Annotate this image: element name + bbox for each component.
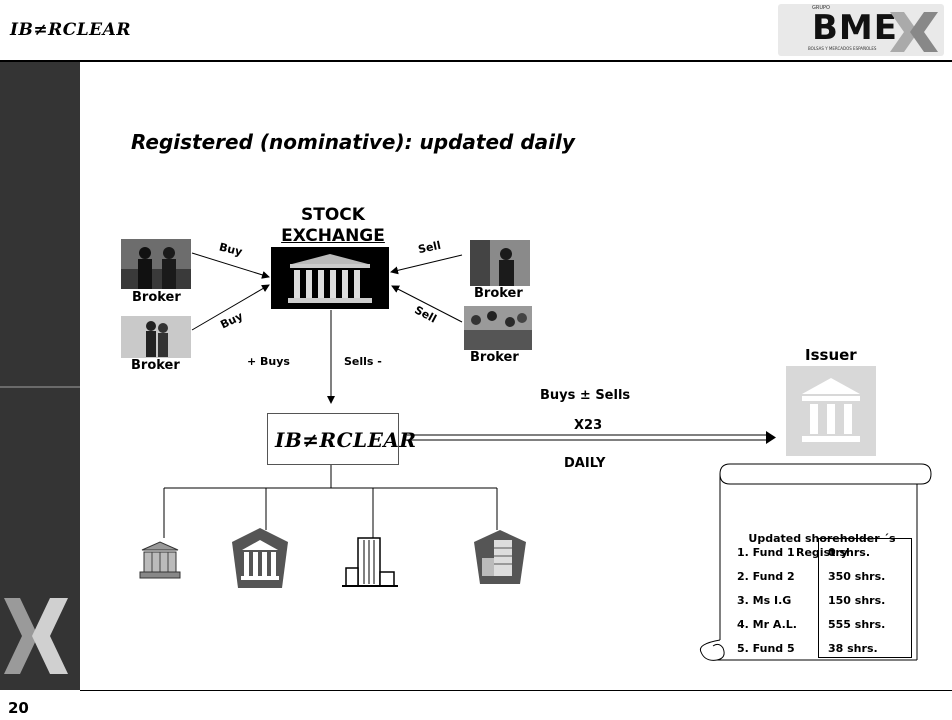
bme-logo-grupo: GRUPO [812,5,830,11]
registry-shares-3: 150 shrs. [828,594,886,607]
broker-label-1: Broker [132,290,181,305]
bme-logo-text: BME [812,8,898,48]
broker-label-2: Broker [131,358,180,373]
iberclear-logo: IB≠RCLEAR [10,20,131,40]
registry-holder-1: 1. Fund 1 [737,546,795,559]
bme-x-icon [4,598,68,674]
registry-scroll [699,463,932,661]
registry-values-box [818,538,912,658]
page-number: 20 [8,699,29,717]
sell-arrow-2 [391,285,463,323]
bank-facade-icon [232,528,288,588]
iberclear-box [267,413,399,465]
left-sidebar [0,62,80,690]
registry-holder-2: 2. Fund 2 [737,570,795,583]
registry-shares-2: 350 shrs. [828,570,886,583]
corporate-building-icon [474,530,526,584]
registry-shares-1: 0 shrs. [828,546,871,559]
buy-arrow-2 [191,284,270,331]
sells-minus-label: Sells - [344,355,382,368]
x23-label: X23 [574,418,603,433]
stock-exchange-title: STOCK EXCHANGE [270,205,396,247]
iberclear-depository-logo: IB≠RCLEAR [275,428,417,452]
registry-shares-5: 38 shrs. [828,642,878,655]
sidebar-divider [0,386,80,388]
footer-divider [80,690,952,691]
depository-to-issuer-arrow [766,431,776,444]
broker-photo-3 [470,240,530,286]
issuer-building-icon [802,378,860,442]
bme-logo-subtitle: BOLSAS Y MERCADOS ESPAÑOLES [808,46,877,51]
plus-buys-label: + Buys [247,355,290,368]
issuer-label: Issuer [805,346,857,364]
stock-exchange-line1: STOCK [301,205,365,225]
broker-photo-2 [121,316,191,358]
daily-label: DAILY [564,456,606,471]
registry-holder-3: 3. Ms I.G [737,594,792,607]
sell-arrow-1 [390,254,463,275]
buys-sells-label: Buys ± Sells [540,388,631,403]
registry-holder-4: 4. Mr A.L. [737,618,797,631]
registry-holder-5: 5. Fund 5 [737,642,795,655]
office-tower-icon [342,537,398,587]
slide-title: Registered (nominative): updated daily [131,130,575,154]
buy-arrow-1 [191,252,270,279]
stock-exchange-building-icon [288,254,372,303]
broker-label-3: Broker [474,286,523,301]
bank-building-icon [139,541,181,579]
registry-shares-4: 555 shrs. [828,618,886,631]
bme-x-mark-icon [890,12,938,52]
broker-label-4: Broker [470,350,519,365]
stock-exchange-line2: EXCHANGE [281,226,385,246]
broker-photo-1 [121,239,191,289]
broker-photo-4 [464,306,532,350]
